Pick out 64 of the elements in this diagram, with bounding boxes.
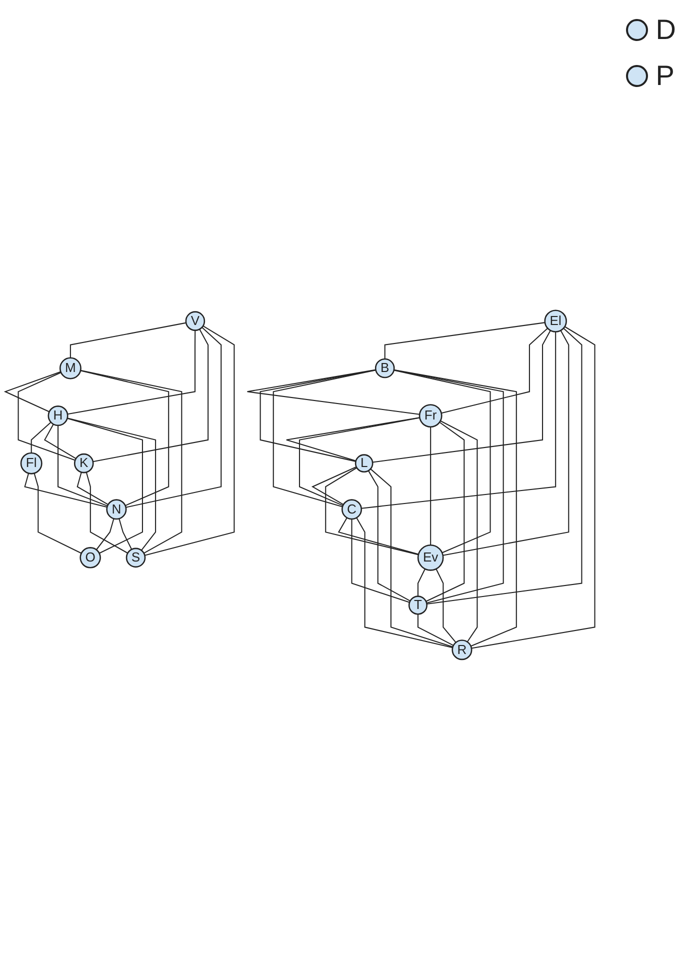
- connector: [34, 473, 82, 554]
- node-circle: L: [354, 454, 374, 472]
- node-circle: C: [341, 499, 362, 520]
- connector: [260, 369, 376, 462]
- connector: [144, 325, 235, 556]
- connector: [80, 370, 170, 506]
- connector: [417, 568, 426, 596]
- connector: [70, 322, 186, 358]
- node-circle: O: [80, 547, 101, 568]
- connector: [417, 614, 454, 646]
- connector: [58, 425, 108, 506]
- connector: [441, 328, 548, 414]
- connector: [384, 322, 546, 359]
- connector: [67, 418, 156, 551]
- connector: [4, 371, 61, 412]
- connector: [298, 417, 420, 506]
- connector: [126, 326, 222, 508]
- connector: [370, 468, 453, 648]
- connector: [286, 417, 420, 462]
- connector: [67, 418, 143, 554]
- connector: [442, 330, 570, 556]
- connector: [92, 328, 209, 462]
- connector: [430, 426, 432, 546]
- node-circle: Fr: [418, 404, 442, 428]
- node-circle: R: [452, 640, 472, 660]
- connector: [272, 370, 376, 508]
- connector: [80, 370, 182, 554]
- node-circle: K: [74, 453, 94, 474]
- connector: [394, 370, 504, 604]
- connector: [325, 467, 419, 556]
- node-circle: S: [126, 548, 146, 568]
- connector: [118, 518, 132, 550]
- connector: [426, 422, 465, 602]
- node-circle: Fl: [20, 452, 42, 474]
- legend-label: P: [656, 60, 674, 92]
- connector: [394, 370, 491, 554]
- connector: [18, 372, 76, 461]
- connector: [24, 473, 108, 508]
- connector: [356, 517, 453, 648]
- node-circle: V: [185, 311, 206, 331]
- node-circle: El: [544, 310, 567, 332]
- connector: [96, 518, 114, 550]
- connector: [440, 420, 478, 642]
- connector: [372, 330, 551, 463]
- node-circle: N: [106, 499, 127, 520]
- connector: [30, 422, 52, 453]
- node-circle: T: [408, 596, 428, 615]
- connector: [44, 424, 76, 460]
- connector: [471, 326, 596, 649]
- node-circle: B: [374, 358, 395, 378]
- connector: [436, 568, 456, 643]
- connector: [394, 369, 517, 647]
- connector: [361, 332, 556, 509]
- legend-label: D: [656, 14, 676, 46]
- connector: [351, 519, 410, 603]
- connector: [338, 517, 419, 555]
- connector: [76, 472, 108, 506]
- connector: [426, 328, 582, 605]
- connector: [246, 369, 420, 415]
- connector: [368, 470, 410, 602]
- node-circle: H: [48, 406, 68, 426]
- node-circle: M: [59, 357, 82, 380]
- connector: [67, 330, 196, 415]
- node-circle: Ev: [417, 544, 444, 571]
